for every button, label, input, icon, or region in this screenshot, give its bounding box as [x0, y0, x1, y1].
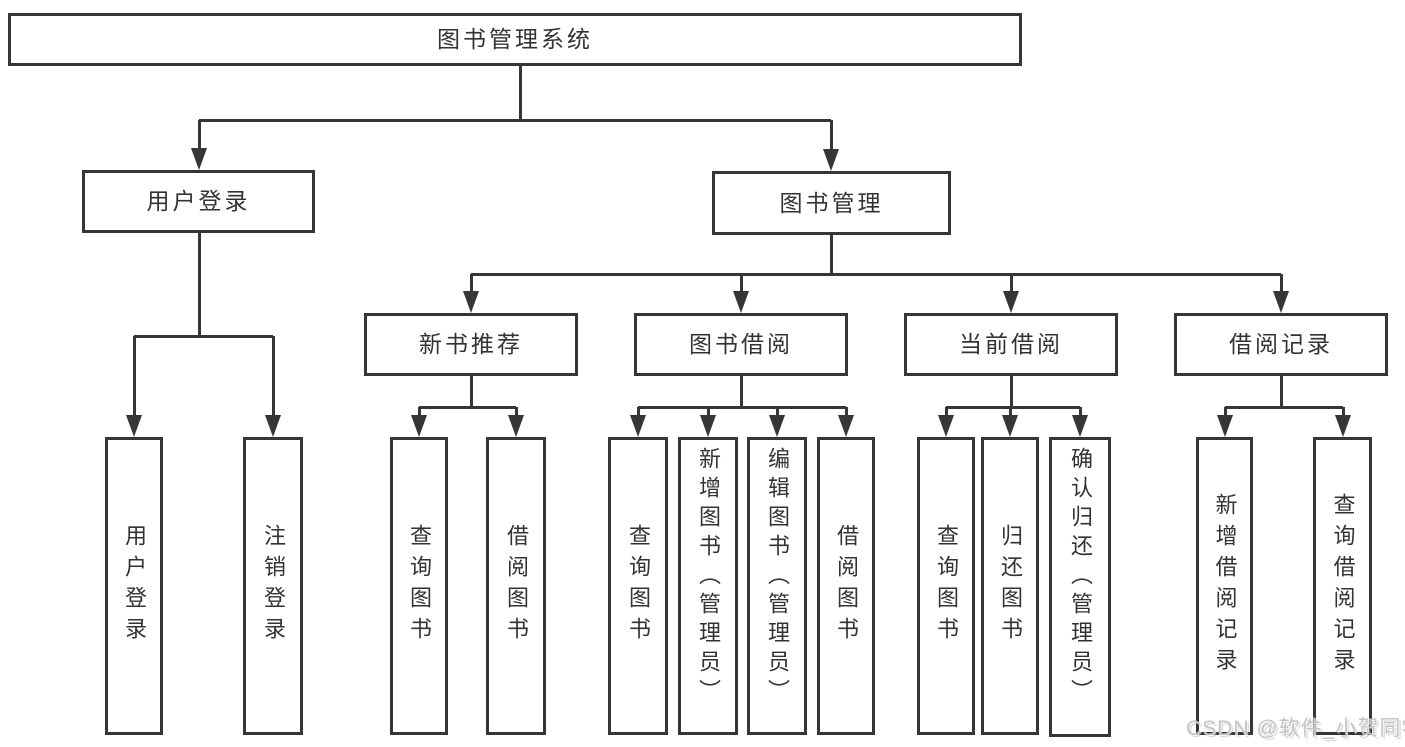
connector-vline	[197, 233, 201, 336]
arrow-stem	[514, 407, 518, 417]
leaf-bb-edit-book-admin: 编辑图书（管理员）	[747, 437, 807, 735]
arrow-stem	[197, 120, 201, 150]
leaf-bb-query-books: 查询图书	[608, 437, 668, 735]
arrow-stem	[1008, 407, 1012, 417]
csdn-watermark: CSDN @软件_小贺同学	[1186, 717, 1405, 740]
arrow-stem	[132, 336, 136, 417]
leaf-rec-borrow-books: 借阅图书	[486, 437, 546, 735]
arrowhead-down-icon	[508, 415, 524, 437]
leaf-br-query-record: 查询借阅记录	[1313, 437, 1372, 735]
leaf-user-login: 用户登录	[105, 437, 163, 735]
arrow-stem	[844, 407, 848, 417]
connector-hline	[1225, 405, 1343, 409]
arrow-stem	[1279, 274, 1283, 293]
leaf-cb-return-books: 归还图书	[981, 437, 1039, 735]
arrowhead-down-icon	[1217, 415, 1233, 437]
leaf-rec-query-books: 查询图书	[390, 437, 448, 735]
connector-vline	[1279, 376, 1283, 407]
arrow-stem	[706, 407, 710, 417]
node-current-borrowing: 当前借阅	[904, 313, 1118, 376]
arrowhead-down-icon	[700, 415, 716, 437]
arrow-stem	[829, 120, 833, 151]
node-new-book-recommend-label: 新书推荐	[419, 331, 523, 357]
arrow-stem	[417, 407, 421, 417]
node-user-login: 用户登录	[82, 170, 315, 233]
connector-hline	[946, 405, 1080, 409]
arrow-stem	[775, 407, 779, 417]
arrow-stem	[1078, 407, 1082, 417]
arrowhead-down-icon	[126, 415, 142, 437]
connector-hline	[638, 405, 846, 409]
arrowhead-down-icon	[463, 291, 479, 313]
connector-hline	[199, 118, 831, 122]
arrow-stem	[1223, 407, 1227, 417]
arrowhead-down-icon	[733, 291, 749, 313]
connector-vline	[829, 235, 833, 274]
arrowhead-down-icon	[1335, 415, 1351, 437]
connector-vline	[739, 376, 743, 407]
arrow-stem	[944, 407, 948, 417]
leaf-bb-borrow-books: 借阅图书	[817, 437, 875, 735]
leaf-bb-add-book-admin: 新增图书（管理员）	[678, 437, 738, 735]
arrowhead-down-icon	[411, 415, 427, 437]
connector-vline	[518, 65, 522, 120]
connector-hline	[419, 405, 516, 409]
arrowhead-down-icon	[838, 415, 854, 437]
arrowhead-down-icon	[1273, 291, 1289, 313]
connector-vline	[469, 376, 473, 407]
leaf-cb-query-books: 查询图书	[917, 437, 975, 735]
node-current-borrowing-label: 当前借阅	[959, 331, 1063, 357]
node-root-system: 图书管理系统	[8, 13, 1022, 66]
arrow-stem	[1009, 274, 1013, 293]
arrowhead-down-icon	[1002, 415, 1018, 437]
connector-hline	[471, 272, 1281, 276]
node-book-management-label: 图书管理	[779, 189, 884, 216]
connector-hline	[134, 334, 273, 338]
arrowhead-down-icon	[823, 149, 839, 171]
arrowhead-down-icon	[938, 415, 954, 437]
arrowhead-down-icon	[769, 415, 785, 437]
arrow-stem	[271, 336, 275, 417]
arrowhead-down-icon	[265, 415, 281, 437]
arrowhead-down-icon	[630, 415, 646, 437]
node-new-book-recommend: 新书推荐	[364, 313, 578, 376]
arrow-stem	[469, 274, 473, 293]
node-user-login-label: 用户登录	[146, 188, 251, 214]
arrowhead-down-icon	[191, 148, 207, 170]
leaf-cb-confirm-return-admin: 确认归还（管理员）	[1049, 437, 1111, 737]
arrow-stem	[739, 274, 743, 293]
node-book-management: 图书管理	[712, 171, 951, 235]
node-book-borrowing-label: 图书借阅	[689, 331, 793, 357]
arrowhead-down-icon	[1003, 291, 1019, 313]
node-root-system-label: 图书管理系统	[437, 26, 593, 52]
node-book-borrowing: 图书借阅	[634, 313, 848, 376]
node-borrowing-records-label: 借阅记录	[1229, 331, 1333, 357]
arrow-stem	[636, 407, 640, 417]
leaf-br-add-record: 新增借阅记录	[1196, 437, 1253, 735]
node-borrowing-records: 借阅记录	[1174, 313, 1388, 376]
connector-vline	[1009, 376, 1013, 407]
arrow-stem	[1341, 407, 1345, 417]
arrowhead-down-icon	[1072, 415, 1088, 437]
leaf-logout: 注销登录	[243, 437, 303, 735]
